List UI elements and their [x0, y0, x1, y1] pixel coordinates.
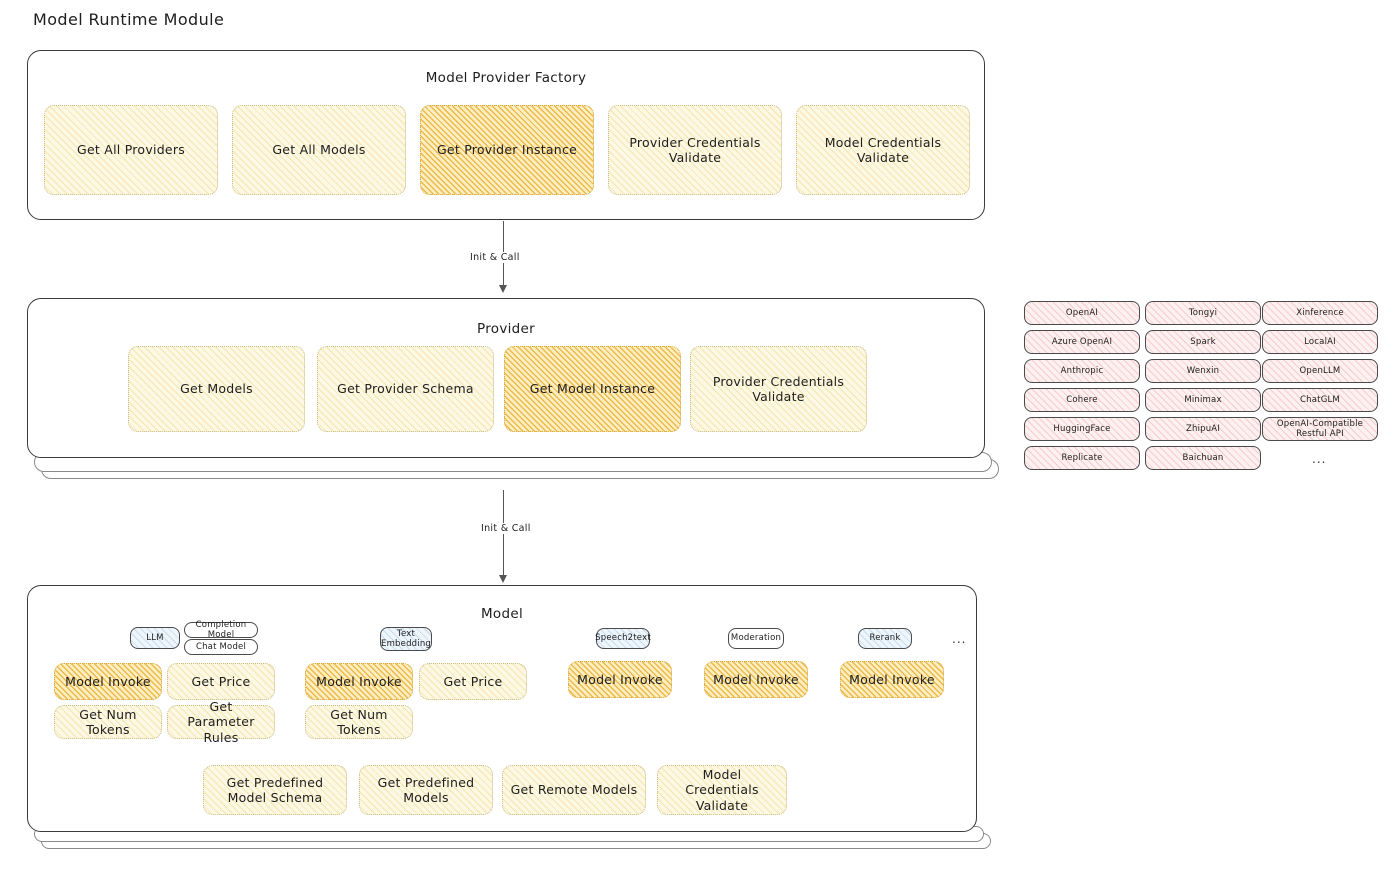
arrow-provider-to-model-label: Init & Call	[478, 523, 534, 534]
model-op-moderation-model-invoke[interactable]: Model Invoke	[704, 661, 808, 698]
model-common-op-get-predefined-models[interactable]: Get Predefined Models	[359, 765, 493, 815]
provider-box-get-models[interactable]: Get Models	[128, 346, 305, 432]
model-op-rerank-model-invoke[interactable]: Model Invoke	[840, 661, 944, 698]
factory-box-get-provider-instance[interactable]: Get Provider Instance	[420, 105, 594, 195]
model-common-op-get-predefined-model-schema[interactable]: Get Predefined Model Schema	[203, 765, 347, 815]
provider-chip-openai-compatible-restful-api[interactable]: OpenAI-Compatible Restful API	[1262, 417, 1378, 441]
arrow-factory-to-provider-label: Init & Call	[467, 252, 523, 263]
page-title: Model Runtime Module	[33, 10, 225, 29]
provider-chip-tongyi[interactable]: Tongyi	[1145, 301, 1261, 325]
model-op-embedding-get-price[interactable]: Get Price	[419, 663, 527, 700]
model-subbadge-completion-model[interactable]: Completion Model	[184, 620, 258, 640]
arrow-provider-to-model-line	[503, 490, 505, 580]
model-title: Model	[480, 606, 524, 622]
model-type-badge-speech2text[interactable]: Speech2text	[595, 628, 651, 649]
factory-box-get-all-models[interactable]: Get All Models	[232, 105, 406, 195]
provider-title: Provider	[477, 321, 535, 337]
provider-chip-azure-openai[interactable]: Azure OpenAI	[1024, 330, 1140, 354]
model-type-badge-llm[interactable]: LLM	[130, 627, 180, 649]
provider-chip-cohere[interactable]: Cohere	[1024, 388, 1140, 412]
arrow-provider-to-model-head	[499, 575, 507, 583]
model-common-op-model-credentials-validate[interactable]: Model Credentials Validate	[657, 765, 787, 815]
model-type-badge-rerank[interactable]: Rerank	[858, 628, 912, 649]
provider-box-get-model-instance[interactable]: Get Model Instance	[504, 346, 681, 432]
model-type-badge-moderation[interactable]: Moderation	[728, 628, 784, 649]
model-types-more-ellipsis: ...	[952, 632, 967, 646]
factory-box-model-credentials-validate[interactable]: Model Credentials Validate	[796, 105, 970, 195]
model-op-llm-get-num-tokens[interactable]: Get Num Tokens	[54, 705, 162, 739]
model-op-llm-model-invoke[interactable]: Model Invoke	[54, 663, 162, 700]
factory-box-provider-credentials-validate[interactable]: Provider Credentials Validate	[608, 105, 782, 195]
provider-chip-localai[interactable]: LocalAI	[1262, 330, 1378, 354]
provider-chip-zhipuai[interactable]: ZhipuAI	[1145, 417, 1261, 441]
provider-chip-anthropic[interactable]: Anthropic	[1024, 359, 1140, 383]
provider-box-get-provider-schema[interactable]: Get Provider Schema	[317, 346, 494, 432]
provider-chip-huggingface[interactable]: HuggingFace	[1024, 417, 1140, 441]
provider-chip-replicate[interactable]: Replicate	[1024, 446, 1140, 470]
arrow-factory-to-provider-head	[499, 285, 507, 293]
provider-chip-chatglm[interactable]: ChatGLM	[1262, 388, 1378, 412]
provider-chip-baichuan[interactable]: Baichuan	[1145, 446, 1261, 470]
provider-chip-spark[interactable]: Spark	[1145, 330, 1261, 354]
provider-chip-minimax[interactable]: Minimax	[1145, 388, 1261, 412]
provider-chip-openai[interactable]: OpenAI	[1024, 301, 1140, 325]
model-op-embedding-get-num-tokens[interactable]: Get Num Tokens	[305, 705, 413, 739]
provider-list-more-ellipsis: ...	[1312, 452, 1327, 466]
model-type-badge-text-embedding[interactable]: Text Embedding	[380, 627, 432, 651]
provider-chip-openllm[interactable]: OpenLLM	[1262, 359, 1378, 383]
model-op-embedding-model-invoke[interactable]: Model Invoke	[305, 663, 413, 700]
model-op-speech2text-model-invoke[interactable]: Model Invoke	[568, 661, 672, 698]
model-provider-factory-title: Model Provider Factory	[425, 70, 587, 86]
model-common-op-get-remote-models[interactable]: Get Remote Models	[502, 765, 646, 815]
model-op-llm-get-parameter-rules[interactable]: Get Parameter Rules	[167, 699, 275, 745]
provider-box-provider-credentials-validate[interactable]: Provider Credentials Validate	[690, 346, 867, 432]
factory-box-get-all-providers[interactable]: Get All Providers	[44, 105, 218, 195]
model-subbadge-chat-model[interactable]: Chat Model	[184, 639, 258, 655]
provider-chip-wenxin[interactable]: Wenxin	[1145, 359, 1261, 383]
provider-chip-xinference[interactable]: Xinference	[1262, 301, 1378, 325]
model-op-llm-get-price[interactable]: Get Price	[167, 663, 275, 700]
